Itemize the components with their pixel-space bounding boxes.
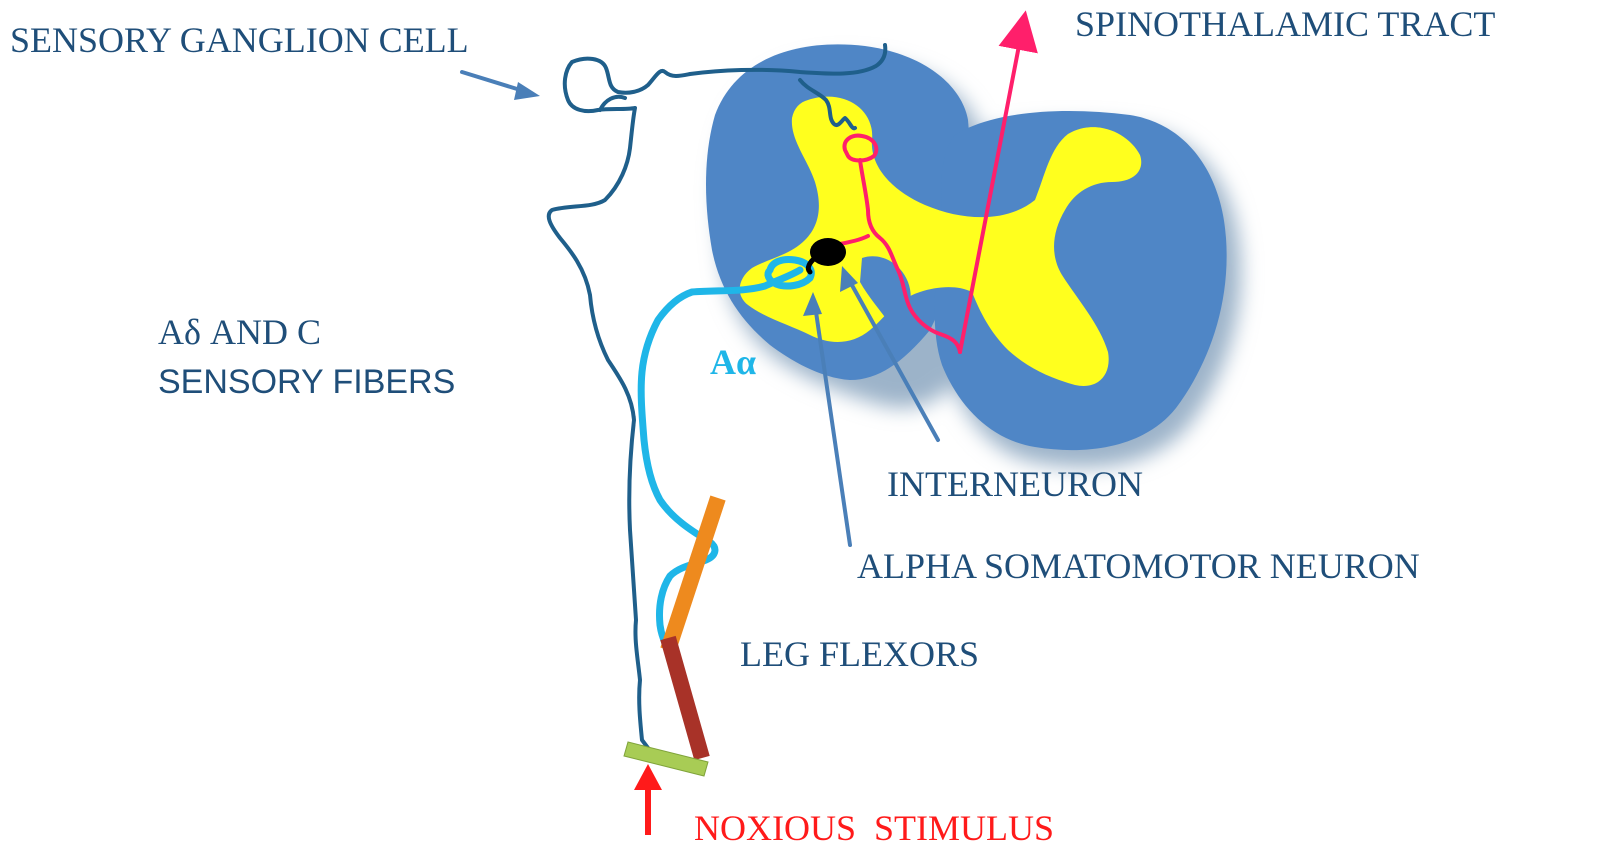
interneuron-label: INTERNEURON — [887, 464, 1143, 504]
interneuron-body — [810, 238, 846, 266]
spinothalamic-tract-label: SPINOTHALAMIC TRACT — [1075, 4, 1495, 44]
alpha-somatomotor-neuron-label: ALPHA SOMATOMOTOR NEURON — [857, 546, 1420, 586]
fibers-label-line2: SENSORY FIBERS — [158, 363, 455, 401]
fibers-label-line1: Aδ AND C — [158, 312, 321, 352]
leg-flexors-label: LEG FLEXORS — [740, 634, 979, 674]
noxious-stimulus-label: NOXIOUS STIMULUS — [694, 808, 1054, 848]
spinal-cord-cross-section — [706, 44, 1241, 467]
noxious-stimulus-arrow — [634, 764, 662, 835]
a-alpha-label: Aα — [710, 342, 756, 382]
lower-leg-muscle — [668, 638, 702, 758]
sensory-ganglion-cell-label: SENSORY GANGLION CELL — [10, 20, 469, 60]
sensory-ganglion-pointer-head — [514, 82, 540, 100]
leg-muscles — [624, 498, 718, 776]
stimulus-arrow-head — [634, 764, 662, 790]
